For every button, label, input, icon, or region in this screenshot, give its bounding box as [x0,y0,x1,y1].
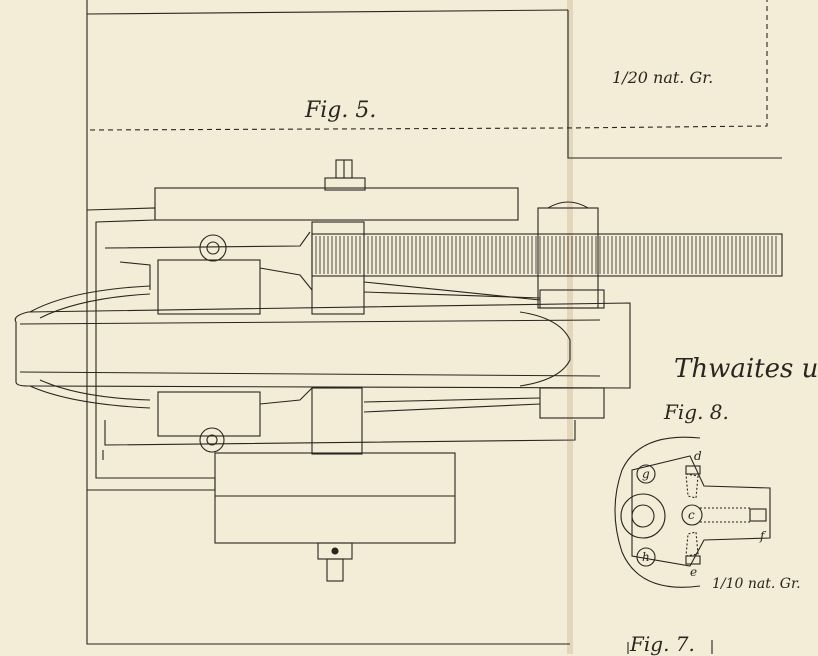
fig5-drawing [14,0,783,645]
lower-pinion-housing [311,387,363,455]
engraved-plate: 1/20 nat. Gr. Fig. 5. Thwaites u Fig. 8.… [14,0,818,656]
base-frame-step [567,10,782,159]
rack-teeth [315,236,777,274]
upper-link-arm [259,267,313,291]
nose-curve-upper-outer [29,285,151,313]
base-frame-outline [86,0,570,645]
upper-bearing-block [157,259,261,315]
fig8-nut-d [685,465,701,475]
toothed-rack [311,233,783,277]
fig8-screw-d [685,473,699,499]
lower-link-arm [259,387,313,405]
plate-drawing [14,0,783,654]
fig8-screw-e [685,531,699,557]
right-bearing-upper-collar [539,289,605,309]
lower-bearing-lug-hole [206,434,218,446]
upper-guide-curve [119,261,151,290]
upper-bearing-lug-hole [206,241,220,255]
top-pulley-block [154,187,519,221]
fig8-letter-h: h [642,550,650,564]
fig8-letter-g: g [642,467,650,481]
bottom-pulley [214,452,456,544]
fig8-main-bore [631,504,655,528]
right-page-heading: Thwaites u [674,354,818,384]
beam-end-curve [519,311,571,387]
right-bearing-cap [547,201,589,209]
fig8-letter-c: c [688,508,695,522]
main-beam-line-bottom [19,371,601,377]
nose-curve-lower-inner [39,379,151,401]
fig8-letter-f: f [760,529,765,543]
lower-bearing-block [157,391,261,437]
main-beam-line-top [19,319,601,325]
scale-top-label: 1/20 nat. Gr. [612,68,714,87]
fig5-label: Fig. 5. [305,98,377,123]
fig8-letter-d: d [694,449,702,463]
fig7-label: Fig. 7. [630,632,695,656]
fig8-label: Fig. 8. [664,400,729,424]
lower-connecting-rod-a [363,397,541,403]
dashed-outline [89,0,768,131]
fig8-drawing [614,436,771,588]
lower-connecting-rod-b [363,403,541,413]
fig8-spring-f [700,507,751,523]
fig8-nut-e [685,555,701,565]
upper-bearing-lug [199,234,227,262]
fig8-main-boss [620,493,666,539]
nose-curve-lower-outer [29,385,151,409]
fig8-bolt-g [636,464,656,484]
fig8-spring-cap [749,508,767,522]
bottom-shaft-end [326,558,344,582]
bottom-shaft-bolt [331,547,339,555]
housing-plate [86,207,216,491]
scale-fig8-label: 1/10 nat. Gr. [712,576,801,592]
nose-curve-upper-inner [39,293,151,319]
fig8-outer-arc [614,436,701,588]
main-beam [14,302,631,389]
base-top-edge [86,9,569,15]
fig8-letter-e: e [690,565,698,579]
fig8-bolt-h [636,547,656,567]
rack-pinion-housing [311,221,365,315]
lower-bearing-lug [199,427,225,453]
housing-inner-bottom [104,420,576,446]
housing-inner-top [104,231,311,249]
fig8-center-c [681,504,703,526]
upper-connecting-rod-b [363,291,541,299]
